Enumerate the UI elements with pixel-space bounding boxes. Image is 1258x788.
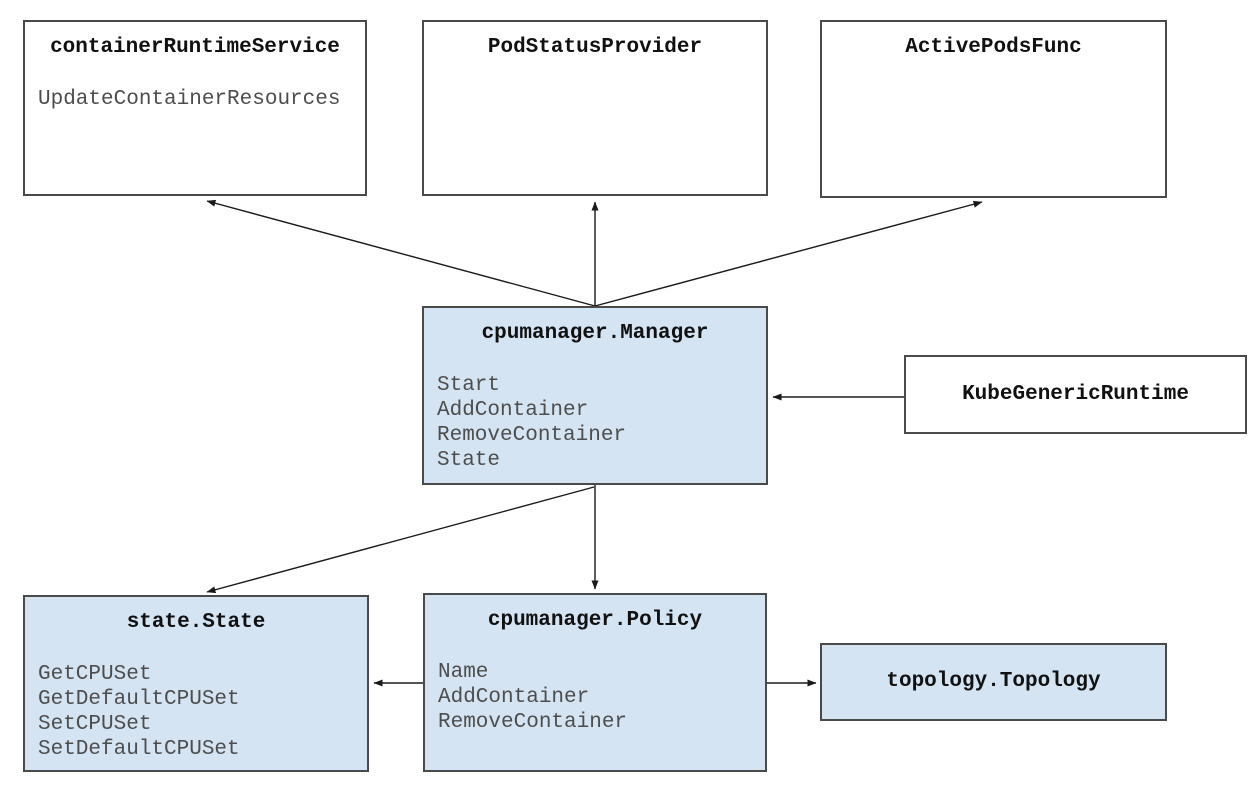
- box-title: containerRuntimeService: [50, 36, 340, 59]
- method-label: UpdateContainerResources: [38, 88, 341, 111]
- method-label: SetCPUSet: [38, 713, 152, 736]
- method-list: Name AddContainer RemoveContainer: [438, 660, 765, 735]
- method-list: GetCPUSet GetDefaultCPUSet SetCPUSet Set…: [38, 662, 367, 762]
- method-label: State: [437, 449, 501, 472]
- box-title: cpumanager.Policy: [487, 609, 703, 632]
- box-title: topology.Topology: [886, 670, 1101, 693]
- arrow-manager-to-active-pods-func: [594, 200, 983, 307]
- box-kube-generic-runtime: KubeGenericRuntime: [904, 355, 1247, 434]
- box-pod-status-provider: PodStatusProvider: [422, 20, 768, 196]
- method-list: Start AddContainer RemoveContainer State: [437, 373, 766, 473]
- box-topology-topology: topology.Topology: [820, 643, 1167, 721]
- box-title: PodStatusProvider: [487, 36, 703, 59]
- method-label: RemoveContainer: [438, 711, 628, 734]
- method-list: UpdateContainerResources: [38, 87, 365, 112]
- method-label: GetCPUSet: [38, 663, 152, 686]
- box-container-runtime-service: containerRuntimeService UpdateContainerR…: [23, 20, 367, 196]
- method-label: GetDefaultCPUSet: [38, 688, 240, 711]
- method-label: RemoveContainer: [437, 424, 627, 447]
- method-label: SetDefaultCPUSet: [38, 738, 240, 761]
- method-label: AddContainer: [438, 686, 590, 709]
- method-label: AddContainer: [437, 399, 589, 422]
- box-active-pods-func: ActivePodsFunc: [820, 20, 1167, 198]
- method-label: Name: [438, 661, 489, 684]
- box-state-state: state.State GetCPUSet GetDefaultCPUSet S…: [23, 595, 369, 772]
- arrow-manager-to-container-runtime-service: [206, 199, 596, 307]
- box-title: KubeGenericRuntime: [962, 382, 1189, 406]
- box-title: ActivePodsFunc: [905, 36, 1082, 59]
- box-title: cpumanager.Manager: [481, 322, 709, 345]
- arrow-manager-to-state: [206, 486, 595, 594]
- box-title: state.State: [126, 611, 266, 634]
- method-label: Start: [437, 374, 501, 397]
- box-cpumanager-manager: cpumanager.Manager Start AddContainer Re…: [422, 306, 768, 485]
- box-cpumanager-policy: cpumanager.Policy Name AddContainer Remo…: [423, 593, 767, 772]
